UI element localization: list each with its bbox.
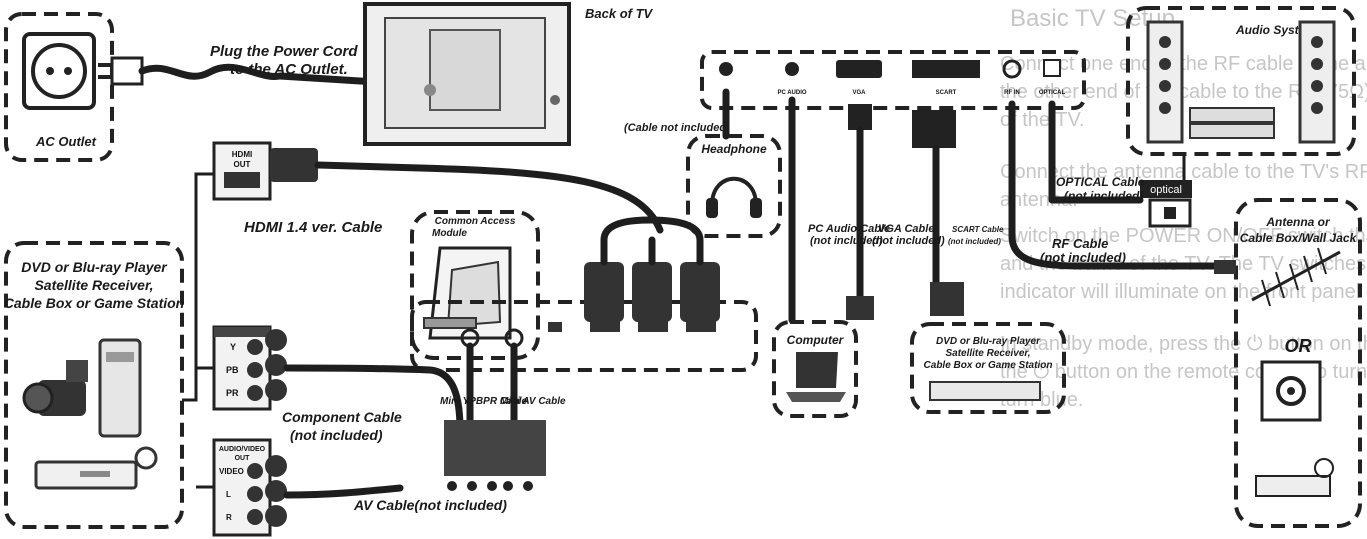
hdmi-out-port: HDMI OUT [212,141,318,201]
back-of-tv-label: Back of TV [585,6,654,21]
video-port-label: VIDEO [219,467,244,476]
plug-power-label-2: to the AC Outlet. [230,61,348,78]
antenna-icon [1251,247,1341,307]
cam-box: Common Access Module [410,210,540,360]
audio-system-box: Audio System [1126,6,1356,156]
background-manual-text: Basic TV Setup Connect one end of the RF… [1000,5,1367,411]
bg-line: antenna. [1000,189,1078,211]
optical-cable-label: OPTICAL Cable [1056,175,1145,189]
computer-box: Computer [772,320,858,418]
receiver-icon [1189,107,1275,139]
cam-label-2: Module [432,228,467,239]
game-console-icon [98,338,142,438]
scart-cable-label: SCART Cable [952,225,1004,234]
bg-line: indicator will illuminate on the front p… [1000,281,1367,303]
bg-line: of the TV. [1000,109,1085,131]
pc-audio-cable-label: PC Audio Cable [808,223,890,235]
optical-port-label: OPTICAL [1039,90,1066,96]
computer-label: Computer [787,333,845,347]
av-cable-label: AV Cable(not included) [353,497,507,513]
ac-outlet-label: AC Outlet [35,134,97,149]
optical-badge: optical [1150,184,1182,196]
vga-cable-label-2: (not included) [872,235,945,247]
av-out-panel: AUDIO/VIDEO OUT VIDEO L R [212,438,287,537]
headphone-box: Headphone [686,134,782,238]
laptop-icon [786,352,846,402]
camcorder-icon [22,360,88,416]
dvd-right-label: DVD or Blu-ray Player [936,336,1041,347]
dvd-left-label: DVD or Blu-ray Player [21,259,168,275]
audio-system-label: Audio System [1235,23,1316,37]
antenna-label: Antenna or [1265,215,1331,229]
rf-in-port-label: RF IN [1004,90,1020,96]
bg-line: In standby mode, press the ⏻ button on t… [1000,333,1367,355]
wall-jack-icon [1260,360,1322,422]
dvd-left-label-2: Satellite Receiver, [34,277,153,293]
l-port-label: L [226,490,231,499]
component-out-panel: Y PB PR [212,325,287,411]
power-plug [98,56,444,90]
dvd-left-label-3: Cable Box or Game Station [4,295,184,311]
mini-ypbpr-cable-label: Mini YPBPR Cable [440,396,527,407]
scart-port-label: SCART [936,90,957,96]
right-dvd-box: DVD or Blu-ray Player Satellite Receiver… [910,322,1066,414]
mini-cables: Mini YPBPR Cable Mini AV Cable [440,342,566,491]
speaker-left-icon [1146,20,1184,144]
hdmi-cable-label: HDMI 1.4 ver. Cable [244,219,382,236]
dvd-right-label-3: Cable Box or Game Station [924,360,1053,371]
left-device-box: DVD or Blu-ray Player Satellite Receiver… [4,241,184,529]
ac-outlet: AC Outlet [4,12,114,162]
cable-not-included-label: (Cable not included) [624,122,730,134]
set-top-box-icon [34,446,158,490]
bg-line: Switch on the POWER ON/OFF switch that i… [1000,225,1367,247]
pc-audio-cable-label-2: (not included) [810,235,883,247]
pb-port-label: PB [226,365,239,375]
vga-port-label: VGA [852,90,866,96]
antenna-label-2: Cable Box/Wall Jack [1240,231,1358,245]
antenna-box: Antenna or Cable Box/Wall Jack OR [1214,198,1362,528]
dvd-right-label-2: Satellite Receiver, [945,348,1030,359]
speaker-right-icon [1298,20,1336,144]
optical-connector: optical [1140,180,1192,228]
pr-port-label: PR [226,388,239,398]
component-cable-label-2: (not included) [290,427,383,443]
cable-box-icon [1255,458,1334,497]
rf-cable-label: RF Cable [1052,236,1108,251]
tv-rear-port-panel: PC AUDIO VGA SCART RF IN OPTICAL [700,50,1086,110]
y-port-label: Y [230,342,236,352]
vga-cable-label: VGA Cable [878,223,934,235]
headphone-icon [706,176,762,218]
plug-power-label: Plug the Power Cord [210,43,358,60]
pc-audio-port-label: PC AUDIO [777,90,806,96]
optical-cable-label-2: (not included) [1064,189,1143,203]
av-out-label: AUDIO/VIDEO [219,446,266,453]
hdmi-plugs [584,216,720,322]
scart-cable-label-2: (not included) [948,237,1001,246]
hdmi-out-label: HDMI [232,150,252,159]
cam-label: Common Access [435,216,516,227]
tv-back: Back of TV [363,2,654,146]
r-port-label: R [226,513,232,522]
component-cable-label: Component Cable [282,409,402,425]
hdmi-out-label-2: OUT [234,160,251,169]
av-out-label-2: OUT [235,455,251,462]
or-label: OR [1285,336,1312,356]
headphone-label: Headphone [701,142,767,156]
mini-av-cable-label: Mini AV Cable [500,396,566,407]
rf-cable-label-2: (not included) [1040,250,1126,265]
